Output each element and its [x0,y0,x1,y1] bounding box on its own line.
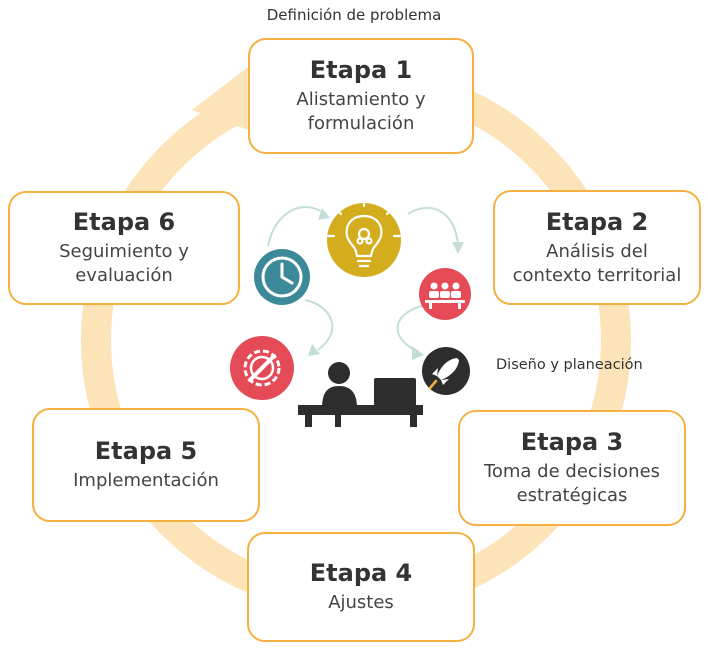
stage-1-box: Etapa 1 Alistamiento y formulación [248,38,474,154]
stage-1-desc: Alistamiento y formulación [296,89,426,134]
label-definicion-problema: Definición de problema [266,6,442,24]
stage-5-box: Etapa 5 Implementación [32,408,260,522]
stage-5-title: Etapa 5 [94,437,198,465]
stage-4-desc: Ajustes [328,592,394,613]
inner-cycle-arrows [267,206,464,360]
stage-4-box: Etapa 4 Ajustes [247,532,475,642]
stage-2-title: Etapa 2 [545,207,649,236]
stage-3-title: Etapa 3 [520,428,624,456]
stage-1-title: Etapa 1 [309,56,413,84]
stage-3-desc: Toma de decisiones estratégicas [483,461,661,506]
stage-4-title: Etapa 4 [309,559,413,587]
stage-3-box: Etapa 3 Toma de decisiones estratégicas [458,410,686,526]
lightbulb-icon [326,198,402,277]
meeting-icon [419,268,471,320]
stage-6-title: Etapa 6 [72,208,176,236]
stage-5-desc: Implementación [73,470,219,491]
ring-arrowhead-icon [192,64,254,132]
stage-6-box: Etapa 6 Seguimiento y evaluación [8,191,240,305]
stage-6-desc: Seguimiento y evaluación [59,241,189,286]
label-diseno-planeacion: Diseño y planeación [496,357,643,373]
stage-2-box: Etapa 2 Análisis del contexto territoria… [493,190,701,305]
rocket-icon [422,347,470,395]
gear-wrench-icon [230,336,294,400]
person-at-desk-icon [298,362,423,427]
stage-2-desc: Análisis del contexto territorial [512,240,682,286]
clock-icon [254,249,310,305]
